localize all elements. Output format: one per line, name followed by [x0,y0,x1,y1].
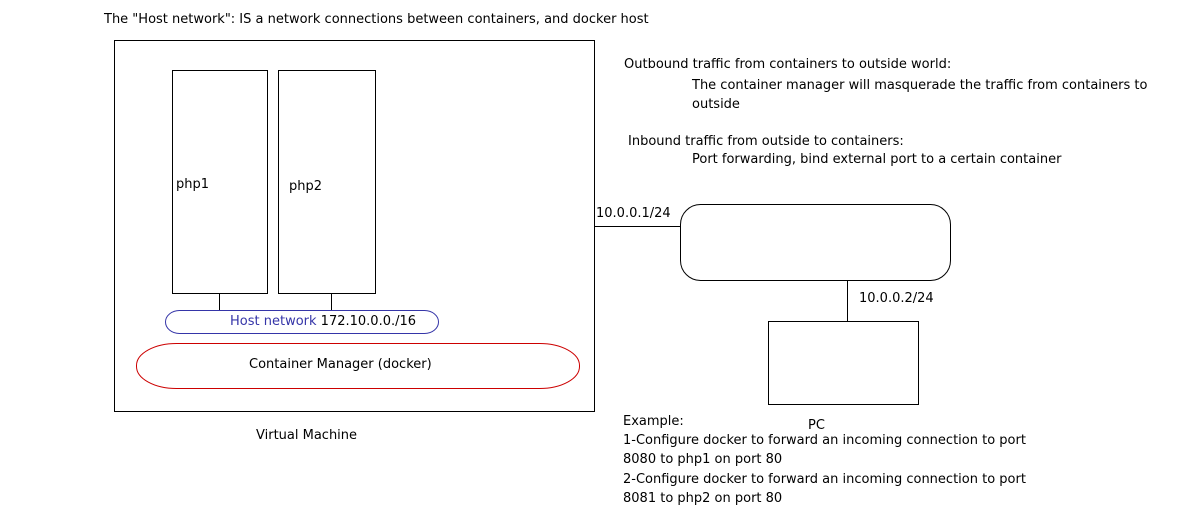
example-line-3: 2-Configure docker to forward an incomin… [623,472,1026,487]
pc-ip-label: 10.0.0.2/24 [859,291,934,306]
vm-ip-label: 10.0.0.1/24 [596,206,671,221]
container-php2-box [278,70,376,294]
inbound-line-1: Port forwarding, bind external port to a… [692,152,1062,167]
page-title: The "Host network": IS a network connect… [104,12,649,27]
pc-label: PC [808,418,825,433]
container-manager-shape [136,343,580,389]
example-line-2: 8080 to php1 on port 80 [623,452,783,467]
host-network-label: Host network 172.10.0.0./16 [230,312,416,331]
router-box [680,204,951,281]
host-network-subnet: 172.10.0.0./16 [320,314,417,329]
outbound-title: Outbound traffic from containers to outs… [624,57,952,72]
container-manager-label: Container Manager (docker) [249,357,432,372]
example-line-1: 1-Configure docker to forward an incomin… [623,433,1026,448]
virtual-machine-label: Virtual Machine [256,428,358,443]
outbound-line-1: The container manager will masquerade th… [692,78,1148,93]
example-title: Example: [623,414,684,429]
container-php2-label: php2 [289,179,323,194]
pc-box [768,321,919,405]
outbound-line-2: outside [692,97,740,112]
host-network-shape [165,310,439,334]
host-network-name: Host network [230,314,317,329]
example-line-4: 8081 to php2 on port 80 [623,491,783,506]
inbound-title: Inbound traffic from outside to containe… [628,134,904,149]
container-php1-label: php1 [176,177,210,192]
